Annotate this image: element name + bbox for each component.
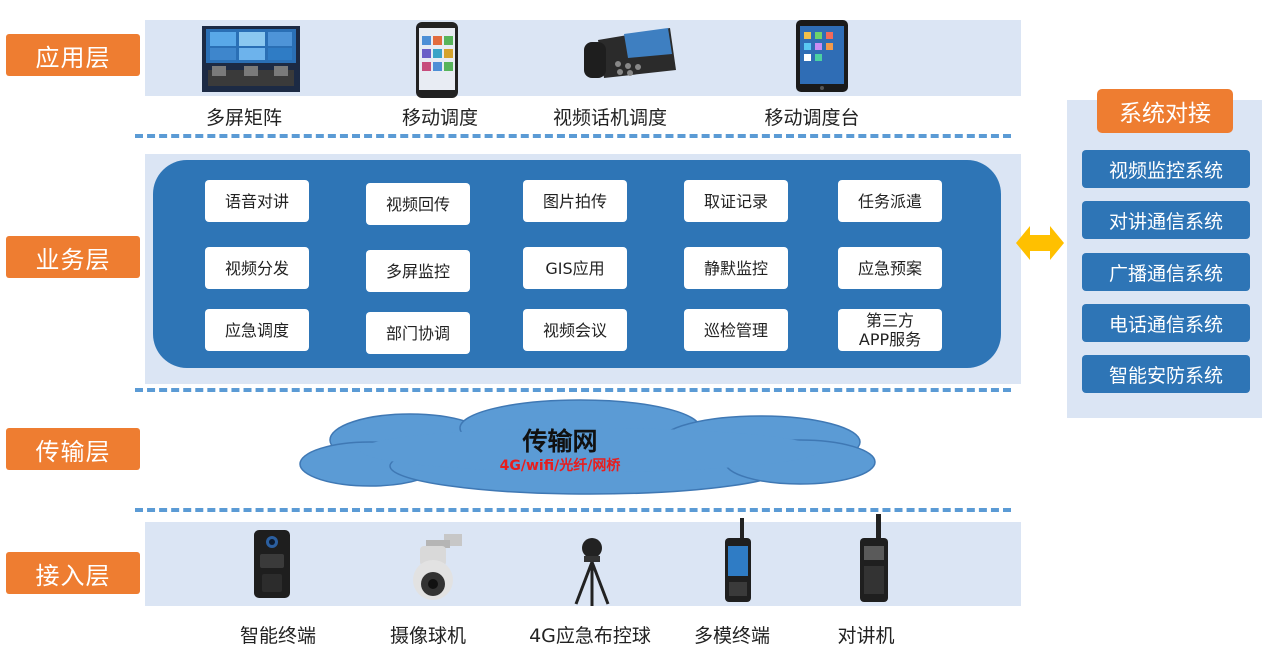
system-video-surveillance[interactable]: 视频监控系统	[1082, 150, 1250, 188]
biz-dept-coordination[interactable]: 部门协调	[366, 312, 470, 354]
video-wall-icon	[202, 26, 300, 92]
app-caption-video-phone-dispatch: 视频话机调度	[552, 107, 667, 129]
app-caption-video-wall: 多屏矩阵	[205, 107, 282, 129]
device-caption-ptz-camera: 摄像球机	[389, 625, 466, 647]
biz-emergency-plan[interactable]: 应急预案	[838, 247, 942, 289]
biz-evidence-record[interactable]: 取证记录	[684, 180, 788, 222]
mobile-phone-icon	[416, 22, 458, 98]
biz-emergency-dispatch[interactable]: 应急调度	[205, 309, 309, 351]
device-caption-multimode: 多模终端	[693, 625, 770, 647]
bidirectional-arrow-icon	[1016, 226, 1064, 260]
app-caption-mobile-dispatch: 移动调度	[401, 107, 478, 129]
layer-label-transport: 传输层	[6, 428, 140, 470]
biz-video-distribution[interactable]: 视频分发	[205, 247, 309, 289]
body-camera-icon	[254, 530, 290, 598]
biz-gis-app[interactable]: GIS应用	[523, 247, 627, 289]
tablet-icon	[796, 20, 848, 92]
biz-video-conference[interactable]: 视频会议	[523, 309, 627, 351]
device-caption-smart-terminal: 智能终端	[239, 625, 316, 647]
biz-video-backhaul[interactable]: 视频回传	[366, 183, 470, 225]
walkie-talkie-icon	[860, 514, 888, 602]
biz-multiscreen-monitor[interactable]: 多屏监控	[366, 250, 470, 292]
layer-label-access: 接入层	[6, 552, 140, 594]
multimode-terminal-icon	[725, 518, 751, 602]
system-integration-title: 系统对接	[1097, 89, 1233, 133]
biz-voice-intercom[interactable]: 语音对讲	[205, 180, 309, 222]
device-caption-walkie-talkie: 对讲机	[837, 625, 895, 647]
layer-divider	[135, 388, 1011, 392]
system-smart-security[interactable]: 智能安防系统	[1082, 355, 1250, 393]
network-cloud-icon	[299, 399, 876, 495]
network-subtitle: 4G/wifi/光纤/网桥	[499, 458, 621, 474]
layer-divider	[135, 134, 1011, 138]
layer-label-app: 应用层	[6, 34, 140, 76]
biz-patrol-management[interactable]: 巡检管理	[684, 309, 788, 351]
app-caption-mobile-console: 移动调度台	[764, 107, 860, 129]
network-title: 传输网	[522, 427, 598, 456]
biz-third-party-app[interactable]: 第三方 APP服务	[838, 309, 942, 351]
biz-photo-upload[interactable]: 图片拍传	[523, 180, 627, 222]
device-caption-4g-tripod: 4G应急布控球	[529, 625, 651, 647]
biz-silent-monitor[interactable]: 静默监控	[684, 247, 788, 289]
system-intercom[interactable]: 对讲通信系统	[1082, 201, 1250, 239]
system-broadcast[interactable]: 广播通信系统	[1082, 253, 1250, 291]
biz-task-dispatch[interactable]: 任务派遣	[838, 180, 942, 222]
layer-label-business: 业务层	[6, 236, 140, 278]
system-telephone[interactable]: 电话通信系统	[1082, 304, 1250, 342]
layer-divider	[135, 508, 1011, 512]
ptz-camera-icon	[413, 534, 462, 600]
tripod-camera-icon	[574, 538, 610, 606]
video-desk-phone-icon	[584, 28, 676, 78]
